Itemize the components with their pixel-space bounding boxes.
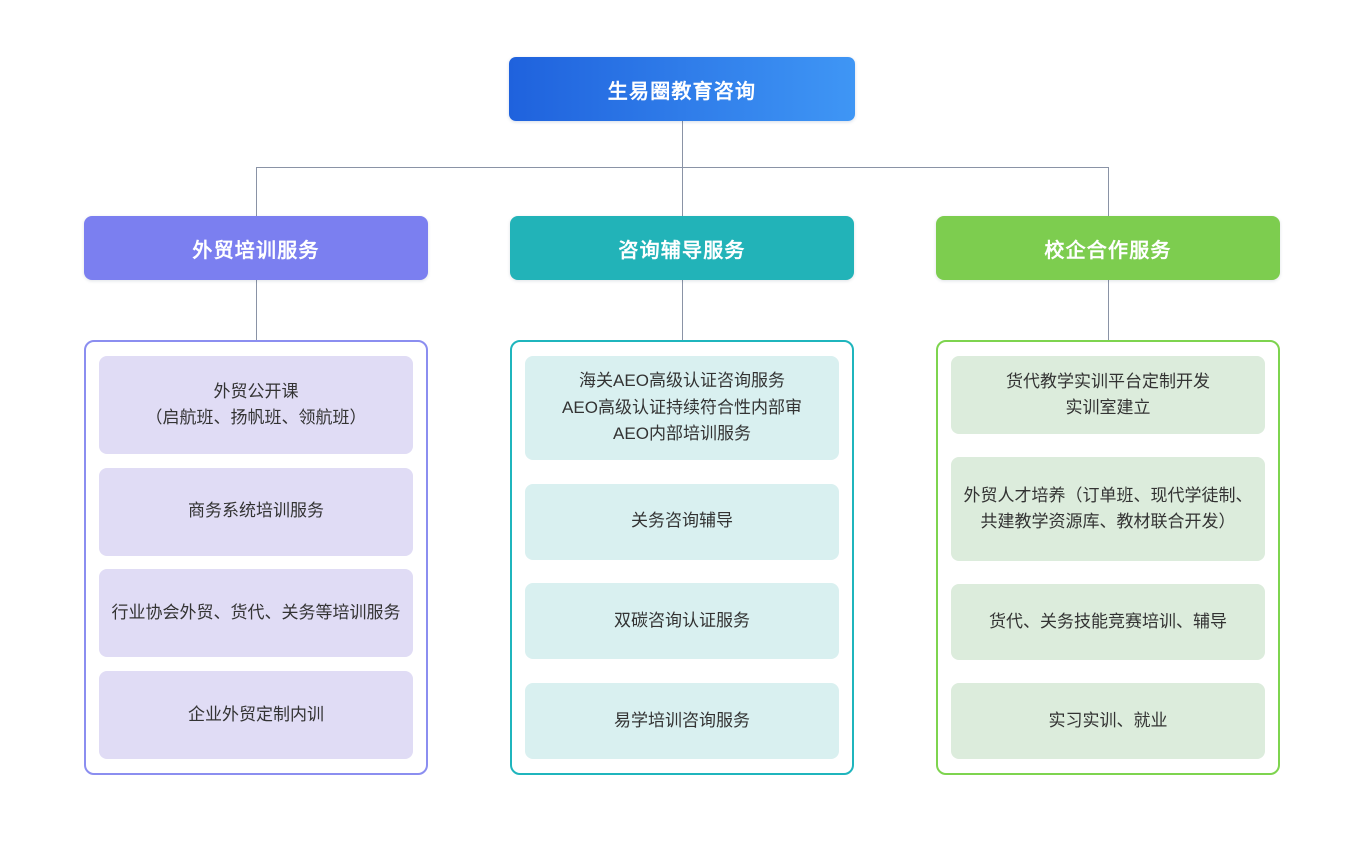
service-card[interactable]: 商务系统培训服务 — [99, 467, 413, 556]
column-container-xiaoqi-hezuo: 货代教学实训平台定制开发 实训室建立 外贸人才培养（订单班、现代学徒制、共建教学… — [936, 340, 1280, 775]
connector-col-3-header-to-box — [1108, 280, 1109, 340]
root-node[interactable]: 生易圈教育咨询 — [509, 57, 855, 121]
column-container-zixun-fudao: 海关AEO高级认证咨询服务 AEO高级认证持续符合性内部审 AEO内部培训服务 … — [510, 340, 854, 775]
connector-root-down — [682, 121, 683, 167]
column-header-label: 咨询辅导服务 — [618, 239, 746, 262]
root-node-label: 生易圈教育咨询 — [607, 80, 757, 103]
service-card[interactable]: 企业外贸定制内训 — [99, 670, 413, 759]
column-header-waimao-peixun[interactable]: 外贸培训服务 — [84, 216, 428, 280]
service-card[interactable]: 货代教学实训平台定制开发 实训室建立 — [951, 356, 1265, 434]
column-header-xiaoqi-hezuo[interactable]: 校企合作服务 — [936, 216, 1280, 280]
service-card[interactable]: 双碳咨询认证服务 — [525, 583, 839, 660]
column-header-label: 外贸培训服务 — [192, 239, 320, 262]
connector-bus-to-col-2 — [682, 167, 683, 216]
connector-bus-to-col-1 — [256, 167, 257, 216]
column-container-waimao-peixun: 外贸公开课 （启航班、扬帆班、领航班） 商务系统培训服务 行业协会外贸、货代、关… — [84, 340, 428, 775]
service-card[interactable]: 货代、关务技能竞赛培训、辅导 — [951, 584, 1265, 660]
column-header-label: 校企合作服务 — [1044, 239, 1172, 262]
service-card[interactable]: 外贸公开课 （启航班、扬帆班、领航班） — [99, 356, 413, 454]
service-card[interactable]: 实习实训、就业 — [951, 683, 1265, 759]
connector-bus-to-col-3 — [1108, 167, 1109, 216]
service-card[interactable]: 海关AEO高级认证咨询服务 AEO高级认证持续符合性内部审 AEO内部培训服务 — [525, 356, 839, 460]
service-card[interactable]: 外贸人才培养（订单班、现代学徒制、共建教学资源库、教材联合开发） — [951, 457, 1265, 561]
service-card[interactable]: 关务咨询辅导 — [525, 483, 839, 560]
service-card[interactable]: 行业协会外贸、货代、关务等培训服务 — [99, 569, 413, 658]
connector-col-1-header-to-box — [256, 280, 257, 340]
connector-col-2-header-to-box — [682, 280, 683, 340]
column-header-zixun-fudao[interactable]: 咨询辅导服务 — [510, 216, 854, 280]
service-card[interactable]: 易学培训咨询服务 — [525, 682, 839, 759]
